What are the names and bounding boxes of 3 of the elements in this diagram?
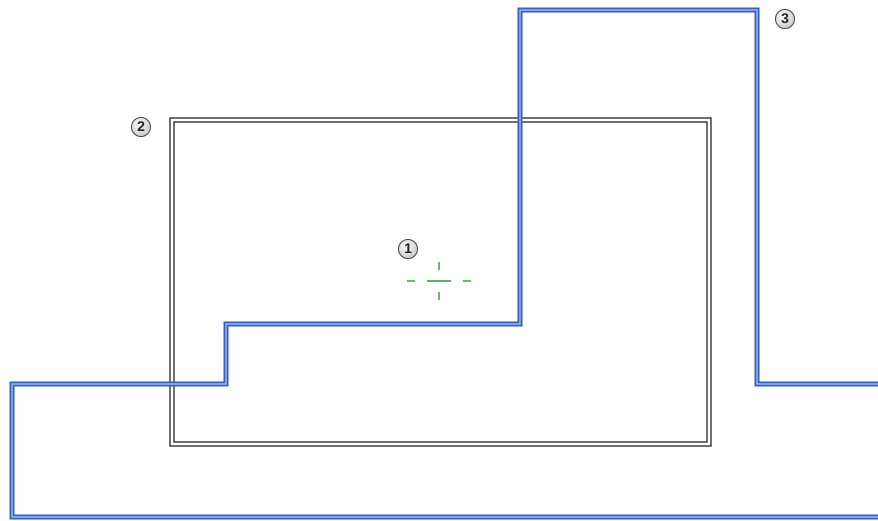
callout-number: 2 — [131, 117, 151, 137]
callout-number: 3 — [775, 9, 795, 29]
callout-number: 1 — [398, 239, 418, 259]
